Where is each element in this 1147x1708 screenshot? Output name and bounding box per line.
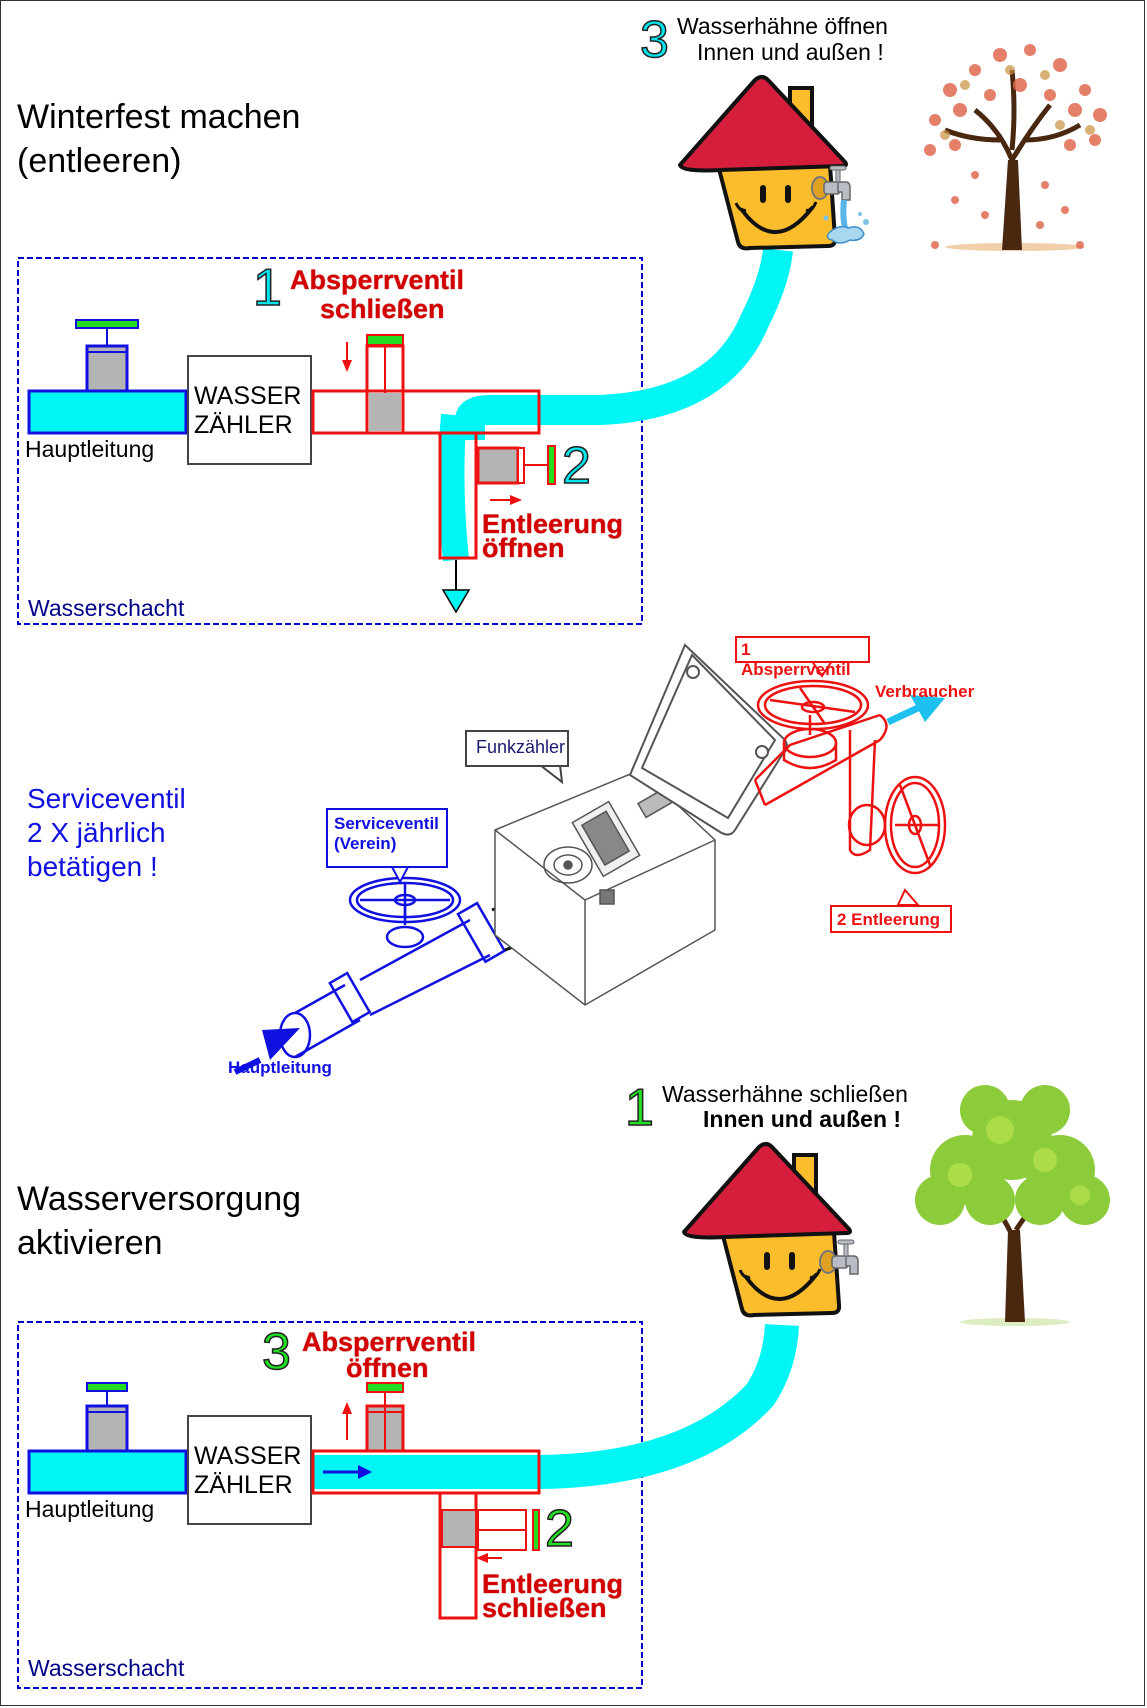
service-valve-icon (278, 876, 507, 1059)
service-note-line3: betätigen ! (27, 851, 158, 882)
top-title-line1: Winterfest machen (17, 98, 301, 136)
service-note-line1: Serviceventil (27, 783, 186, 814)
inflow-arrow-icon (262, 1028, 300, 1060)
shutoff-and-drain-valves-icon (753, 679, 947, 875)
radio-meter-callout: Funkzähler (465, 730, 569, 767)
main-line-label-middle: Hauptleitung (228, 1058, 332, 1077)
drain-valve-callout: 2 Entleerung (830, 905, 952, 933)
bottom-step2-line1: Entleerung (482, 1569, 624, 1599)
step1-number: 1 (252, 259, 282, 317)
bottom-title-line2: aktivieren (17, 1224, 163, 1262)
shaft-boundary-top (17, 257, 643, 625)
bottom-step2-number: 2 (544, 1500, 574, 1558)
step3-line2: Innen und außen ! (697, 39, 884, 65)
callout-service-line2: (Verein) (334, 834, 397, 853)
top-section-graphics (17, 44, 1107, 625)
bottom-main-line-label: Hauptleitung (25, 1496, 155, 1522)
service-valve-callout: Serviceventil (Verein) (326, 808, 448, 868)
bottom-step1-number: 1 (624, 1079, 654, 1137)
step3-line1: Wasserhähne öffnen (677, 13, 888, 39)
consumer-label: Verbraucher (875, 682, 975, 701)
bottom-meter-label-line2: ZÄHLER (194, 1471, 293, 1499)
house-bottom-icon (682, 1142, 852, 1318)
bottom-step1-line2: Innen und außen ! (703, 1106, 902, 1132)
radio-meter-icon (494, 769, 716, 1006)
bottom-meter-label-line1: WASSER (194, 1442, 302, 1470)
bottom-shaft-label: Wasserschacht (28, 1655, 185, 1681)
water-flow-to-house (455, 248, 793, 440)
bottom-step3-line1: Absperrventil (302, 1327, 477, 1357)
bottom-title-line1: Wasserversorgung (17, 1180, 302, 1218)
callout-service-line1: Serviceventil (334, 814, 439, 833)
bottom-step3-number: 3 (261, 1323, 291, 1381)
summer-tree-icon (915, 1085, 1110, 1326)
step1-line1: Absperrventil (290, 265, 465, 295)
shutoff-valve-callout: 1 Absperrventil (735, 636, 870, 679)
service-note-line2: 2 X jährlich (27, 817, 166, 848)
step3-number: 3 (639, 11, 669, 69)
step2-line2: öffnen (482, 533, 565, 563)
step1-line2: schließen (320, 294, 445, 324)
bottom-step1-line1: Wasserhähne schließen (662, 1081, 908, 1107)
shaft-label: Wasserschacht (28, 595, 185, 621)
top-title-line2: (entleeren) (17, 142, 182, 180)
drain-arrow-icon (441, 589, 471, 614)
shaft-boundary-bottom (17, 1321, 643, 1689)
meter-label-line1: WASSER (194, 382, 302, 410)
outflow-arrow-icon (910, 695, 945, 722)
main-line-label: Hauptleitung (25, 436, 155, 462)
autumn-tree-icon (924, 44, 1107, 251)
bottom-section-graphics (17, 1085, 1110, 1689)
house-top-icon (678, 75, 848, 251)
flow-arrow-icon (358, 1465, 372, 1479)
middle-section-graphics (233, 643, 947, 1075)
faucet-open-icon (811, 165, 869, 244)
step2-line1: Entleerung (482, 509, 624, 539)
step2-number: 2 (561, 437, 591, 495)
meter-label-line2: ZÄHLER (194, 411, 293, 439)
bottom-step2-line2: schließen (482, 1593, 607, 1623)
bottom-step3-line2: öffnen (346, 1353, 429, 1383)
